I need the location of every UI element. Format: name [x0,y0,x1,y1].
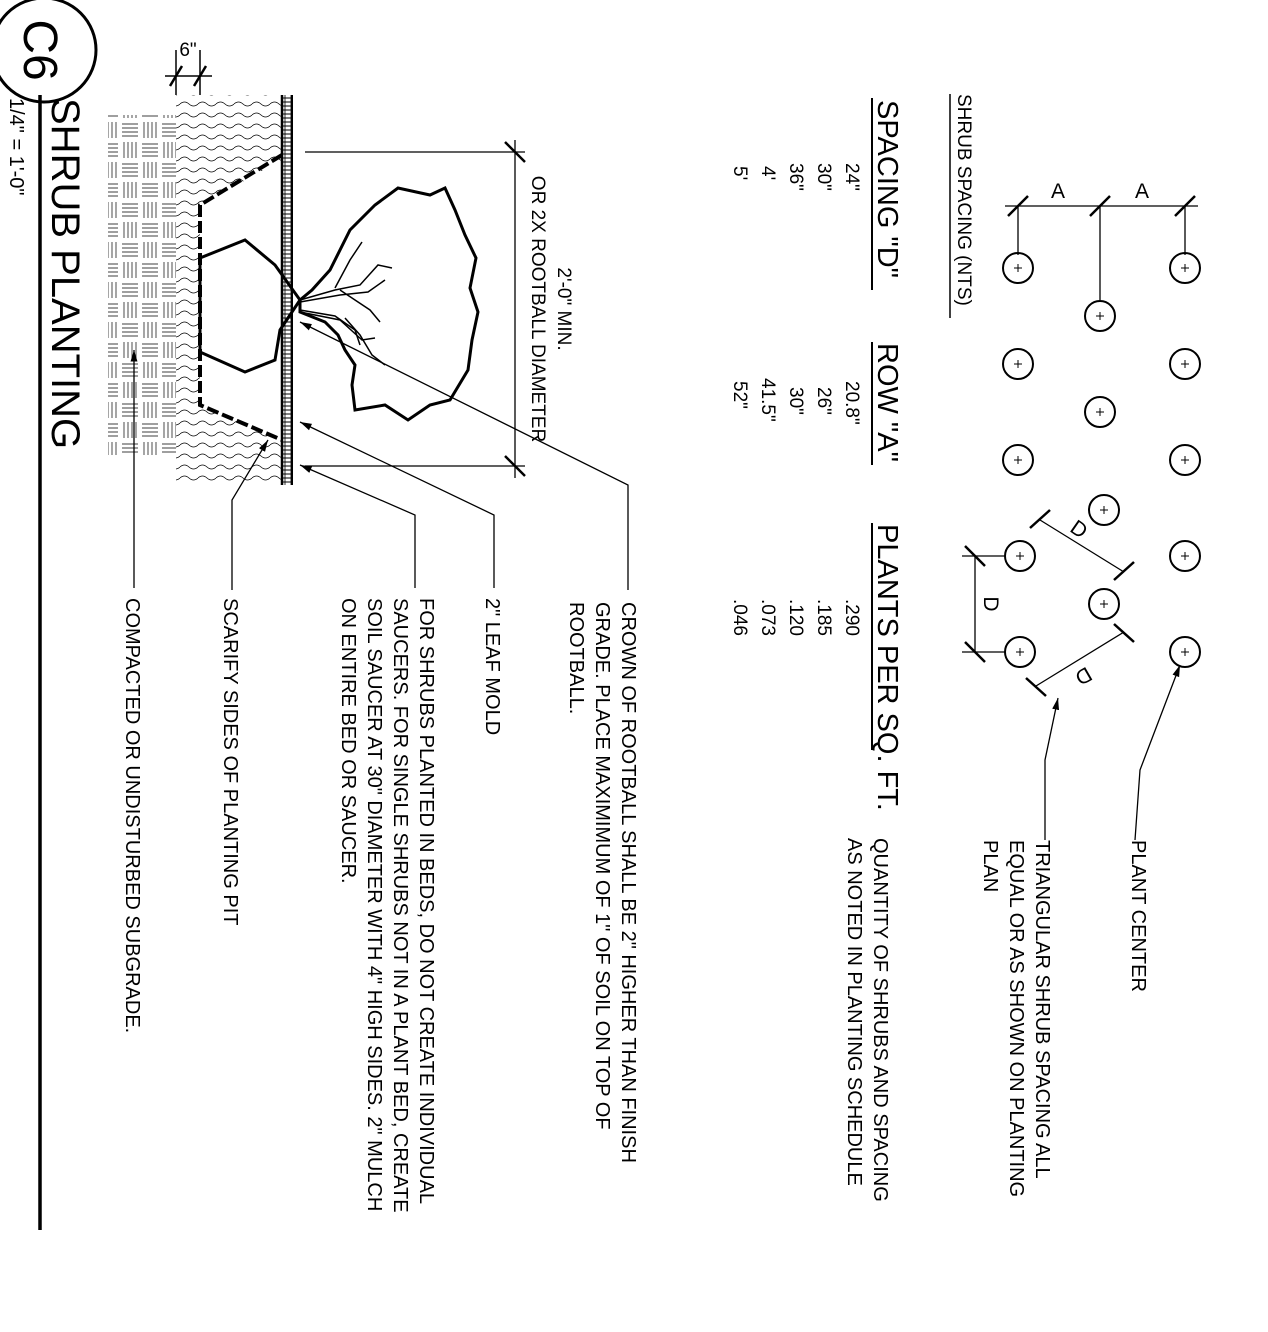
svg-text:.046: .046 [729,599,750,636]
planting-section: 6" 2'-0" MIN. OR 2X ROOTBALL DIAMETER CR… [108,40,639,1213]
plant-circles [1002,252,1201,668]
svg-text:SAUCERS. FOR SINGLE SHRUBS NO: SAUCERS. FOR SINGLE SHRUBS NOT IN A PLAN… [389,598,411,1213]
rootball [198,238,302,374]
svg-text:AS NOTED IN PLANTING SCHEDULE: AS NOTED IN PLANTING SCHEDULE [843,838,865,1186]
leaf-mold-layer [282,95,292,485]
title-block: C6 SHRUB PLANTING 1/4" = 1'-0" [0,0,98,1230]
table-header-row: ROW "A" [871,343,903,462]
svg-text:ON ENTIRE BED OR SAUCER.: ON ENTIRE BED OR SAUCER. [337,598,359,884]
svg-text:TRIANGULAR SHRUB SPACING ALL: TRIANGULAR SHRUB SPACING ALL [1031,840,1053,1179]
planting-pit-outline [198,153,284,442]
svg-text:.073: .073 [757,599,778,636]
svg-text:PLAN: PLAN [979,840,1001,892]
svg-text:GRADE. PLACE MAXIMIMUM OF 1": GRADE. PLACE MAXIMIMUM OF 1" OF SOIL ON … [591,602,613,1130]
triangular-spacing-note: TRIANGULAR SHRUB SPACING ALL EQUAL OR AS… [979,840,1053,1197]
table-header-plants: PLANTS PER SQ. FT. [871,524,903,811]
rootball-dim-line2: OR 2X ROOTBALL DIAMETER [527,176,548,442]
plant-center-marks [1014,264,1189,656]
spacing-plan-title: SHRUB SPACING (NTS) [953,94,974,306]
note-leaders [130,321,629,590]
table-row: 24" 20.8" .290 [841,163,862,636]
table-row: 5' 52" .046 [729,166,750,636]
detail-number: C6 [13,19,66,80]
drawing-title: SHRUB PLANTING [43,98,87,449]
shrub-branches [299,241,393,366]
quantity-note: QUANTITY OF SHRUBS AND SPACING AS NOTED … [843,838,891,1202]
svg-text:20.8": 20.8" [841,381,862,425]
svg-text:.290: .290 [841,599,862,636]
svg-text:30": 30" [785,387,806,415]
plant-center-leader [1134,664,1181,841]
svg-text:COMPACTED OR UNDISTURBED SUBGR: COMPACTED OR UNDISTURBED SUBGRADE. [121,598,143,1033]
dim-a-label-1: A [1051,180,1065,203]
subgrade-hatch [108,115,176,455]
rootball-dim-line1: 2'-0" MIN. [553,267,574,350]
svg-text:5': 5' [729,166,750,180]
note-scarify: SCARIFY SIDES OF PLANTING PIT [219,598,241,925]
svg-text:EQUAL OR AS SHOWN ON PLANTING: EQUAL OR AS SHOWN ON PLANTING [1005,840,1027,1197]
plant-center-label: PLANT CENTER [1127,840,1149,992]
soil-hatch [176,95,282,482]
svg-text:24": 24" [841,163,862,191]
table-row: 30" 26" .185 [813,163,834,636]
svg-text:.120: .120 [785,599,806,636]
svg-text:.185: .185 [813,599,834,636]
note-saucer: FOR SHRUBS PLANTED IN BEDS, DO NOT CREAT… [337,598,437,1213]
svg-text:FOR SHRUBS PLANTED IN BEDS, DO: FOR SHRUBS PLANTED IN BEDS, DO NOT CREAT… [415,598,437,1204]
dim-a-label-2: A [1135,180,1149,203]
table-header-spacing: SPACING "D" [871,100,903,278]
svg-text:30": 30" [813,163,834,191]
note-leaf-mold: 2" LEAF MOLD [481,598,503,735]
dim-6in-label: 6" [179,40,196,61]
dim-d-label-3: D [1071,662,1096,690]
table-row: 36" 30" .120 [785,163,806,636]
triangular-note-leader [1044,697,1060,840]
shrub-spacing-plan: SHRUB SPACING (NTS) A A D [949,94,1201,1197]
svg-text:36": 36" [785,163,806,191]
note-crown: CROWN OF ROOTBALL SHALL BE 2" HIGHER THA… [565,602,639,1163]
note-subgrade: COMPACTED OR UNDISTURBED SUBGRADE. [121,598,143,1033]
svg-text:SOIL SAUCER AT 30" DIAMETER WI: SOIL SAUCER AT 30" DIAMETER WITH 4" HIGH… [363,598,385,1211]
svg-text:2" LEAF MOLD: 2" LEAF MOLD [481,598,503,735]
svg-text:4': 4' [757,166,778,180]
svg-text:52": 52" [729,381,750,409]
table-row: 4' 41.5" .073 [757,166,778,636]
svg-text:26": 26" [813,387,834,415]
scale-note: 1/4" = 1'-0" [5,98,27,196]
detail-bubble [0,0,98,104]
shrub-foliage [298,186,480,422]
svg-text:CROWN OF ROOTBALL SHALL BE 2": CROWN OF ROOTBALL SHALL BE 2" HIGHER THA… [617,602,639,1163]
svg-text:41.5": 41.5" [757,378,778,422]
svg-text:ROOTBALL.: ROOTBALL. [565,602,587,714]
svg-text:SCARIFY SIDES OF PLANTING PIT: SCARIFY SIDES OF PLANTING PIT [219,598,241,925]
dim-d-label-1: D [979,596,1002,611]
dim-d-label-2: D [1066,516,1092,544]
svg-text:QUANTITY OF SHRUBS AND SPACING: QUANTITY OF SHRUBS AND SPACING [869,838,891,1202]
spacing-table: SPACING "D" ROW "A" PLANTS PER SQ. FT. 2… [729,98,903,1202]
